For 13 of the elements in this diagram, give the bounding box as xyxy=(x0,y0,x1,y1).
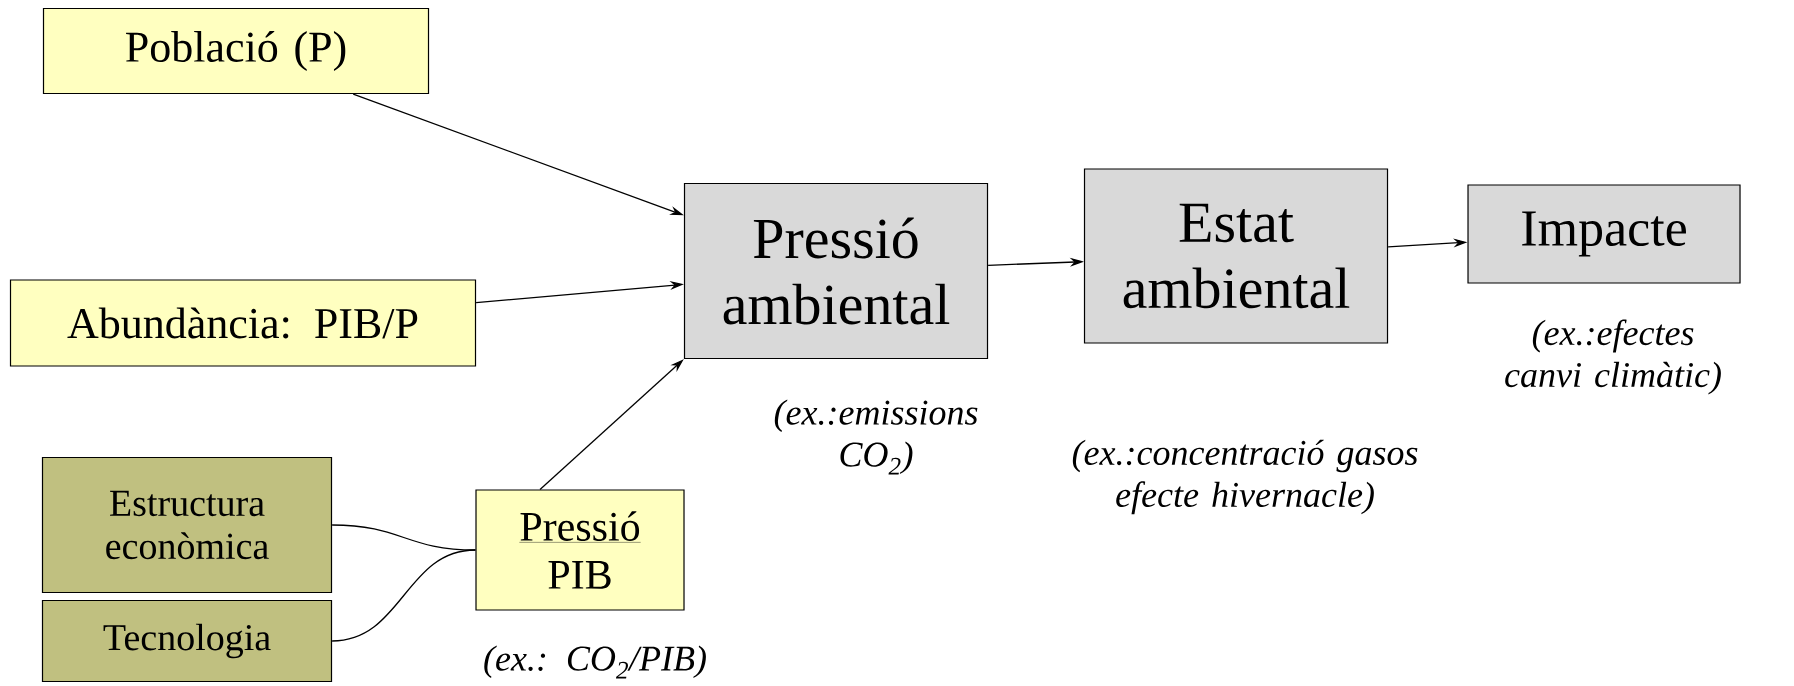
example-note: (ex.: CO$_{2}$/PIB) xyxy=(484,645,706,679)
ratio-box: Pressió PIB xyxy=(475,489,685,611)
example-note: (ex.:emissions CO$_{2}$) xyxy=(774,399,978,475)
factor-box: Tecnologia xyxy=(41,599,333,683)
process-box: Estat ambiental xyxy=(1083,168,1389,344)
process-box: Pressió ambiental xyxy=(683,182,989,360)
factor-box: Estructura econòmica xyxy=(41,456,333,594)
input-box: Abundància: PIB/P xyxy=(9,279,477,367)
example-note: (ex.:concentració gasos efecte hivernacle) xyxy=(1072,439,1418,515)
input-box: Població (P) xyxy=(42,7,430,95)
example-note: (ex.:efectes canvi climàtic) xyxy=(1505,319,1721,395)
process-box: Impacte xyxy=(1467,184,1741,284)
brace-line xyxy=(331,549,477,642)
